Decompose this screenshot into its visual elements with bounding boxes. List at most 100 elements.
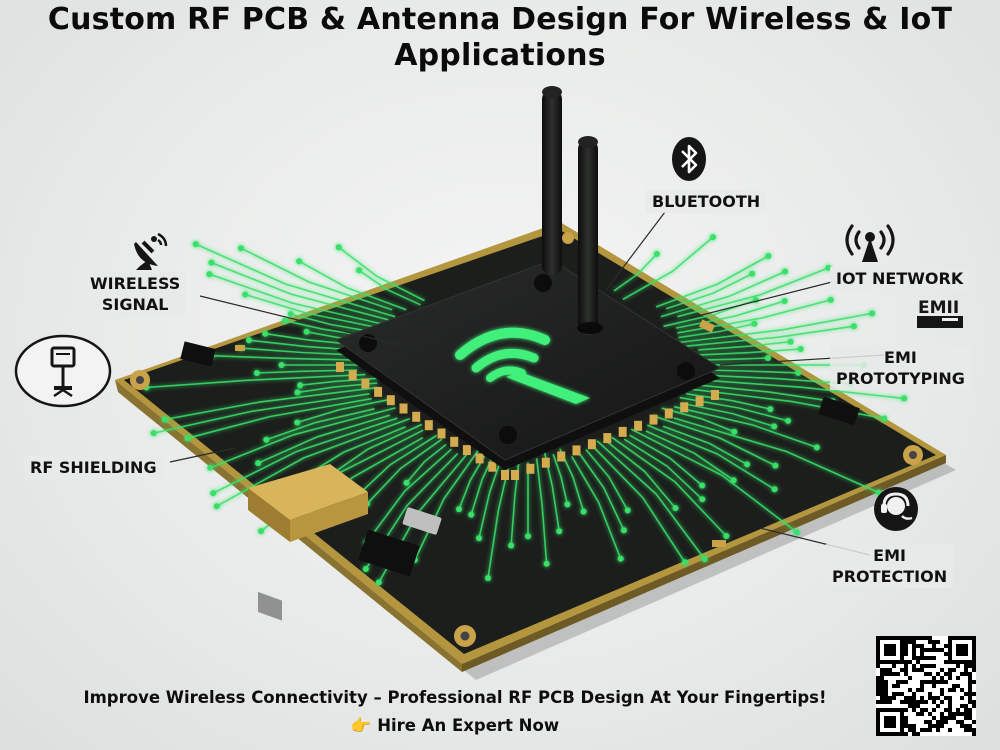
chip-pin (450, 436, 459, 447)
trace-via (468, 511, 475, 518)
chip-pin (711, 390, 719, 400)
chip-pin (618, 426, 627, 437)
trace-via (161, 416, 168, 423)
trace-via (731, 428, 738, 435)
trace-via (525, 533, 531, 540)
trace-line (661, 407, 735, 433)
trace-line (535, 458, 548, 564)
chip-pin (462, 445, 471, 456)
trace-via (210, 490, 217, 497)
trace-via (797, 346, 804, 352)
trace-line (585, 449, 629, 511)
trace-via (723, 533, 730, 539)
trace-via (184, 435, 191, 442)
trace-via (375, 579, 382, 586)
trace-line (596, 440, 706, 560)
trace-via (782, 268, 789, 275)
trace-via (242, 291, 249, 298)
trace-line (665, 273, 753, 310)
page-title: Custom RF PCB & Antenna Design For Wirel… (0, 2, 1000, 74)
trace-line (266, 408, 375, 441)
trace-line (552, 453, 569, 505)
trace-line (698, 340, 791, 351)
trace-via (262, 330, 269, 337)
trace-via (303, 328, 310, 335)
trace-via (208, 259, 215, 266)
trace-via (564, 501, 571, 508)
trace-via (238, 245, 244, 252)
chip-pin (361, 378, 370, 389)
chip-pin (649, 414, 658, 425)
trace-line (296, 398, 391, 424)
trace-via (476, 535, 482, 542)
chip-pin (399, 403, 408, 414)
chip-pin (587, 439, 596, 450)
trace-via (851, 323, 857, 330)
trace-via (624, 507, 631, 514)
chip-pin (557, 451, 566, 462)
trace-line (153, 393, 370, 434)
trace-line (209, 407, 396, 469)
trace-line (146, 373, 366, 389)
trace-line (645, 430, 735, 481)
trace-via (362, 566, 369, 572)
trace-line (216, 417, 410, 507)
trace-via (827, 296, 834, 303)
trace-line (590, 444, 686, 563)
trace-via (765, 253, 772, 259)
trace-via (294, 389, 301, 396)
satellite-dish-icon (134, 232, 168, 270)
trace-line (662, 425, 748, 466)
trace-via (253, 370, 260, 376)
trace-line (673, 417, 880, 494)
wireless-signal-label: WIRELESS SIGNAL (84, 272, 187, 316)
pointing-hand-icon: 👉 (350, 716, 372, 735)
trace-line (651, 414, 776, 467)
trace-via (772, 462, 779, 469)
trace-via (296, 258, 303, 265)
trace-line (578, 452, 625, 531)
trace-via (580, 508, 587, 515)
trace-via (263, 436, 270, 443)
chip-pin (488, 461, 497, 472)
trace-via (672, 505, 679, 512)
trace-line (673, 405, 818, 449)
trace-via (258, 528, 264, 535)
emi-icon: EMII (917, 298, 963, 328)
trace-line (405, 443, 447, 484)
trace-via (206, 271, 213, 278)
trace-via (881, 415, 888, 422)
smd-components (180, 319, 860, 577)
trace-line (210, 354, 372, 362)
cta-link[interactable]: 👉 Hire An Expert Now (0, 716, 910, 736)
emi-badge-text: EMII (918, 298, 959, 318)
chip-pin (511, 470, 519, 480)
iot-network-label: IOT NETWORK (830, 267, 970, 290)
trace-line (687, 348, 801, 357)
trace-via (785, 417, 792, 424)
trace-line (458, 455, 486, 510)
chip-pin (412, 411, 421, 422)
trace-via (207, 464, 214, 471)
trace-line (211, 261, 389, 321)
trace-line (298, 260, 407, 311)
trace-line (630, 428, 798, 533)
trace-line (351, 434, 438, 502)
rf-chip (334, 259, 722, 470)
trace-via (744, 461, 751, 468)
trace-via (765, 355, 771, 361)
chip-pin (541, 457, 550, 468)
trace-via (767, 406, 774, 413)
trace-via (653, 250, 660, 257)
trace-line (678, 377, 905, 400)
trace-line (187, 397, 372, 439)
chip-pin (374, 386, 383, 397)
trace-line (629, 434, 703, 487)
title-line-1: Custom RF PCB & Antenna Design For Wirel… (47, 2, 953, 37)
trace-line (358, 269, 421, 306)
trace-line (623, 438, 703, 500)
title-line-2: Applications (394, 38, 606, 73)
rf-shielding-label: RF SHIELDING (24, 456, 163, 479)
trace-line (338, 246, 425, 302)
